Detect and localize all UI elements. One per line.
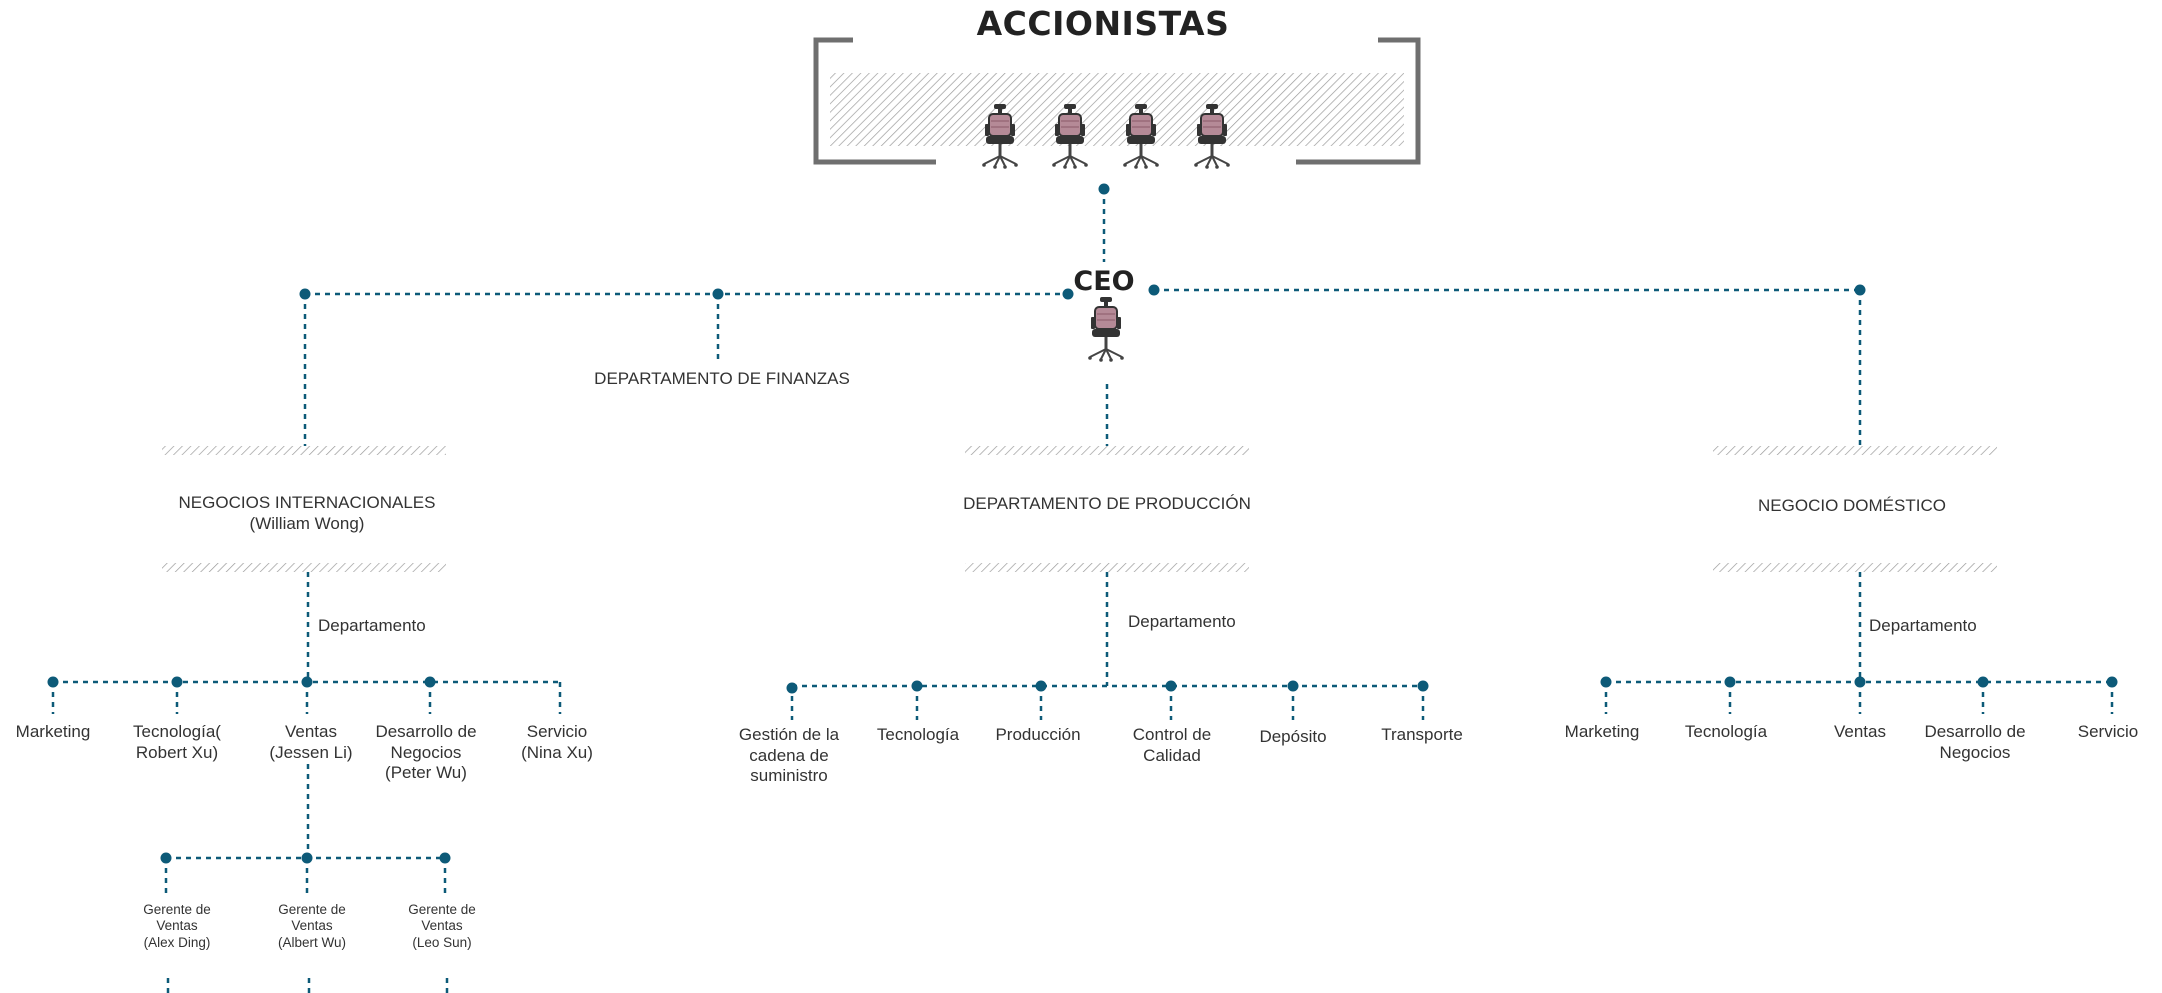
international-child: Desarrollo de Negocios (Peter Wu) <box>375 722 477 783</box>
sales-manager: Gerente de Ventas (Leo Sun) <box>408 902 476 950</box>
boardroom-bracket-left <box>813 37 936 165</box>
boardroom-bracket-right <box>1296 37 1421 165</box>
connector-lines <box>51 189 2114 993</box>
domestic-branch-label: NEGOCIO DOMÉSTICO <box>1758 496 1946 515</box>
production-child: Tecnología <box>876 725 960 744</box>
finance-department-label: DEPARTAMENTO DE FINANZAS <box>594 369 850 388</box>
domestic-sub-label: Departamento <box>1869 616 1977 635</box>
domestic-child: Desarrollo de Negocios <box>1924 722 2026 762</box>
shareholders-title: ACCIONISTAS <box>976 4 1230 43</box>
connector-dots <box>47 183 2118 864</box>
ceo-chair-icon <box>1087 296 1125 363</box>
sales-manager: Gerente de Ventas (Albert Wu) <box>277 902 347 950</box>
international-child: Marketing <box>15 722 91 741</box>
international-child: Ventas (Jessen Li) <box>269 722 353 762</box>
branch-bar-domestic-top <box>1713 446 1997 455</box>
ceo-label: CEO <box>1073 266 1135 297</box>
production-child: Depósito <box>1259 727 1327 746</box>
domestic-child: Tecnología <box>1684 722 1768 741</box>
international-child: Tecnología( Robert Xu) <box>133 722 221 762</box>
sales-manager: Gerente de Ventas (Alex Ding) <box>143 902 211 950</box>
production-child: Producción <box>995 725 1081 744</box>
branch-bar-international-top <box>162 446 446 455</box>
international-sub-label: Departamento <box>318 616 426 635</box>
domestic-child: Ventas <box>1834 722 1886 741</box>
production-child: Control de Calidad <box>1132 725 1212 765</box>
domestic-child: Servicio <box>2077 722 2139 741</box>
production-child: Gestión de la cadena de suministro <box>738 725 840 786</box>
branch-bar-domestic-bottom <box>1713 563 1997 572</box>
international-branch-label: NEGOCIOS INTERNACIONALES (William Wong) <box>178 493 436 533</box>
international-child: Servicio (Nina Xu) <box>521 722 593 762</box>
production-child: Transporte <box>1381 725 1463 744</box>
domestic-child: Marketing <box>1564 722 1640 741</box>
branch-bar-international-bottom <box>162 563 446 572</box>
production-sub-label: Departamento <box>1128 612 1236 631</box>
branch-bar-production-bottom <box>965 563 1249 572</box>
branch-bar-production-top <box>965 446 1249 455</box>
production-branch-label: DEPARTAMENTO DE PRODUCCIÓN <box>963 494 1251 513</box>
boardroom-table <box>830 73 1404 146</box>
